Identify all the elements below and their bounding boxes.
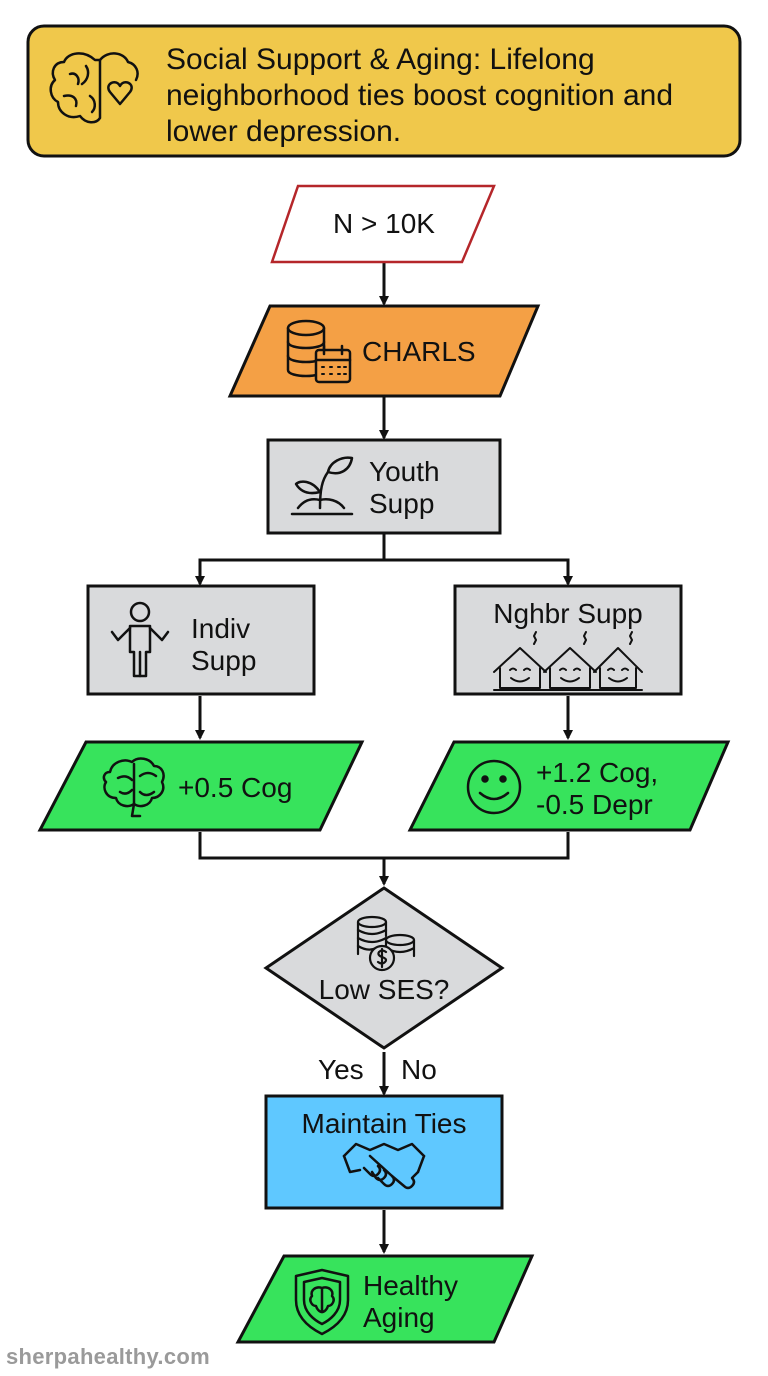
yes-label: Yes [318, 1054, 364, 1085]
smiley-icon [466, 759, 522, 815]
database-calendar-icon [286, 319, 352, 384]
youth-label-line1: Youth [369, 456, 440, 487]
individual-label-line2: Supp [191, 645, 257, 676]
edges [195, 262, 570, 1254]
edge-youth-split [198, 533, 568, 584]
edge-effects-merge [198, 832, 570, 884]
maintain-node [264, 1094, 504, 1210]
dataset-node [227, 304, 541, 398]
dataset-label: CHARLS [362, 336, 476, 367]
decision-label: Low SES? [318, 974, 450, 1005]
maintain-label: Maintain Ties [301, 1108, 467, 1139]
sample-node [270, 184, 496, 264]
diagram-title: Social Support & Aging: Lifelong neighbo… [166, 43, 674, 148]
brain-shield-icon [294, 1268, 350, 1336]
person-icon [110, 601, 170, 678]
sample-label: N > 10K [333, 208, 435, 239]
houses-icon [493, 631, 643, 691]
outcome-node [235, 1254, 535, 1344]
handshake-icon [342, 1142, 426, 1190]
no-label: No [401, 1054, 437, 1085]
individual-node [86, 584, 316, 696]
neighbor-effect-label-line2: -0.5 Depr [536, 789, 653, 820]
brain-heart-icon [49, 52, 139, 124]
cog-effect-node [37, 740, 365, 832]
sprout-icon [290, 456, 354, 516]
neighbor-node [453, 584, 683, 696]
neighbor-label: Nghbr Supp [493, 598, 643, 629]
outcome-label-line2: Aging [363, 1302, 435, 1333]
youth-label-line2: Supp [369, 488, 435, 519]
cog-effect-label: +0.5 Cog [178, 772, 293, 803]
individual-label-line1: Indiv [191, 613, 251, 644]
outcome-label-line1: Healthy [363, 1270, 458, 1301]
coins-icon [356, 915, 416, 972]
youth-node [266, 438, 502, 535]
brain-icon [102, 757, 165, 818]
title-banner [26, 24, 742, 158]
watermark: sherpahealthy.com [6, 1344, 210, 1369]
neighbor-effect-label-line1: +1.2 Cog, [536, 757, 659, 788]
neighbor-effect-node [407, 740, 731, 832]
